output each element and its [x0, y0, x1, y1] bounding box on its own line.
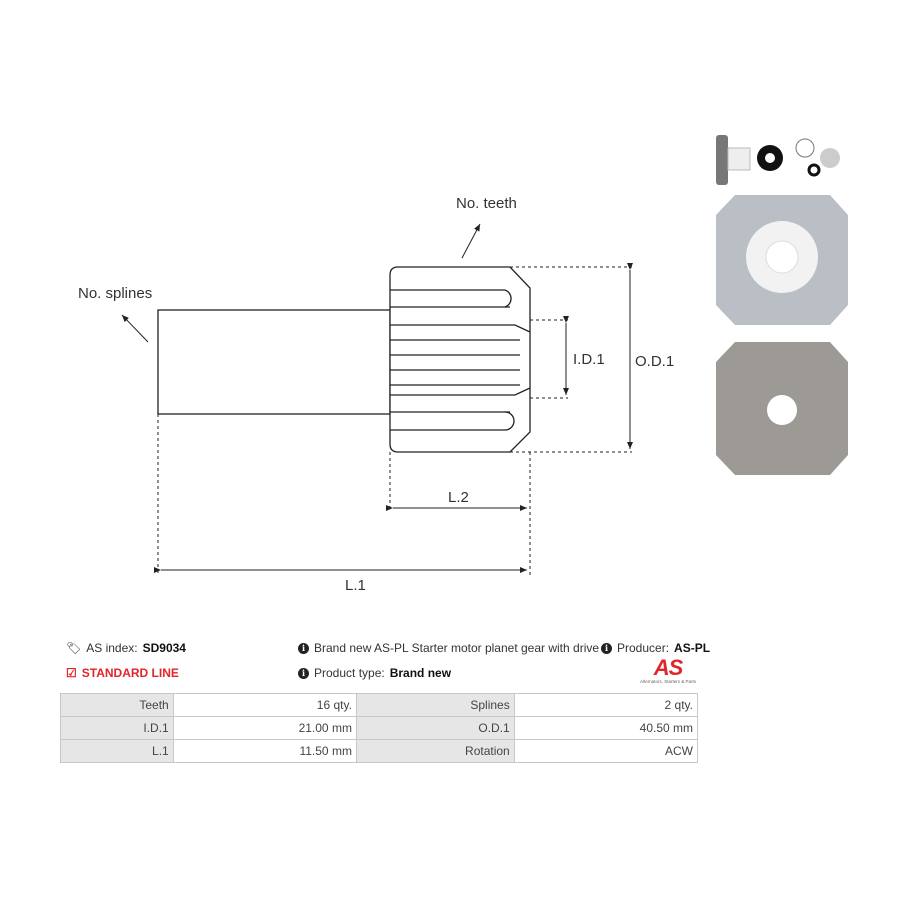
as-index: 🏷AS index:SD9034: [66, 641, 186, 655]
dimension-lines: [157, 266, 632, 575]
label-od1: O.D.1: [635, 353, 674, 370]
checkbox-icon: ☑: [66, 666, 77, 680]
info-icon: i: [601, 642, 612, 654]
label-no-teeth: No. teeth: [456, 195, 517, 212]
gear-outline: [157, 266, 531, 453]
dimension-arrows: [121, 223, 633, 573]
tag-icon: 🏷: [66, 641, 82, 655]
label-no-splines: No. splines: [78, 285, 152, 302]
product-photos: [716, 135, 848, 475]
info-icon: i: [298, 667, 309, 679]
info-icon: i: [298, 642, 309, 654]
label-id1: I.D.1: [573, 351, 605, 368]
label-l2: L.2: [448, 489, 469, 506]
technical-drawing: No. teeth No. splines I.D.1 O.D.1 L.2 L.…: [78, 135, 848, 594]
standard-line-badge: ☑STANDARD LINE: [66, 666, 179, 680]
label-l1: L.1: [345, 577, 366, 594]
